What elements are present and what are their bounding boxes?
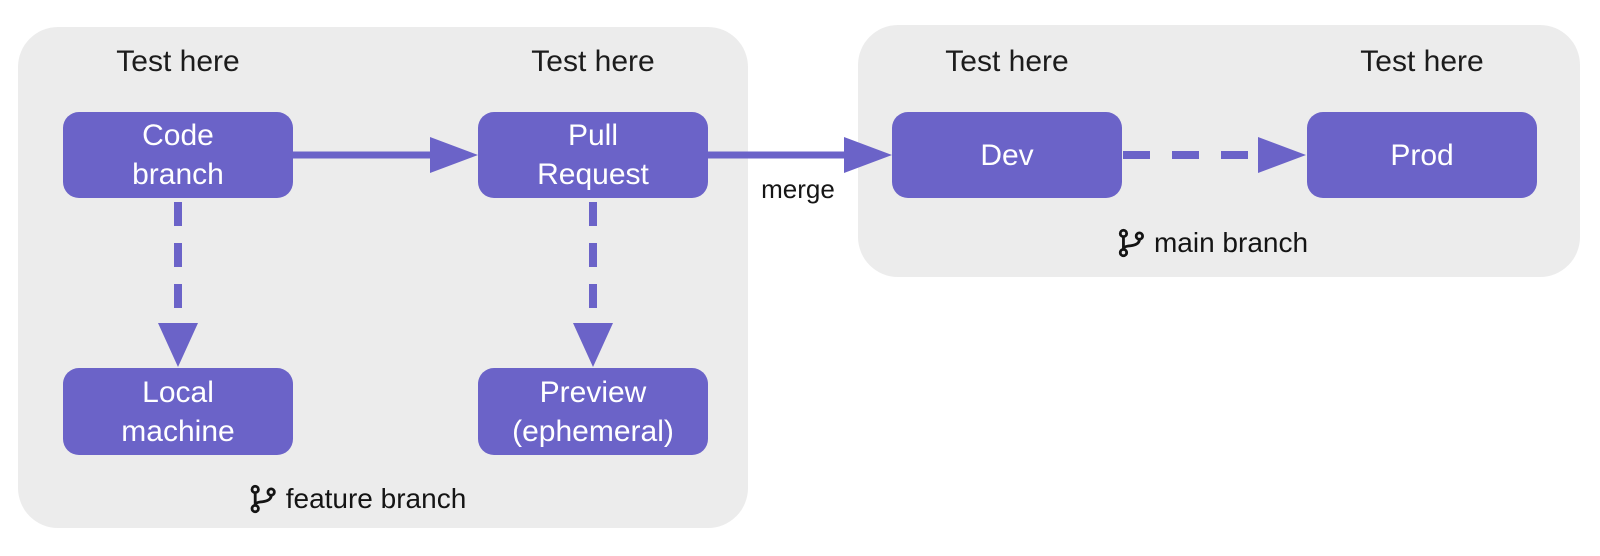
node-preview-line2: (ephemeral) [512,414,674,448]
feature-branch-label: feature branch [248,482,467,516]
node-code-branch-line1: Code [142,119,214,152]
git-branch-icon [248,484,278,514]
main-branch-label-text: main branch [1153,227,1309,258]
node-code-branch: Code branch [63,112,293,198]
node-dev: Dev [892,112,1122,198]
node-local-machine-line2: machine [121,414,235,448]
node-pull-request-line2: Request [537,158,649,191]
node-preview-line1: Preview [539,375,647,409]
node-local-machine: Local machine [63,368,293,455]
test-here-label-dev: Test here [945,45,1069,78]
merge-edge-label: merge [761,174,835,204]
node-prod-label: Prod [1390,138,1454,172]
node-preview-ephemeral: Preview (ephemeral) [478,368,708,455]
node-prod: Prod [1307,112,1537,198]
test-here-label-code-branch: Test here [116,45,240,78]
main-branch-label: main branch [1116,226,1308,260]
node-local-machine-line1: Local [142,375,214,409]
node-pull-request: Pull Request [478,112,708,198]
feature-branch-label-text: feature branch [285,483,467,514]
test-here-label-pull-request: Test here [531,45,655,78]
node-dev-label: Dev [980,138,1034,172]
test-here-label-prod: Test here [1360,45,1484,78]
node-pull-request-line1: Pull [567,119,619,152]
node-code-branch-line2: branch [132,158,224,191]
git-branch-icon [1116,228,1146,258]
